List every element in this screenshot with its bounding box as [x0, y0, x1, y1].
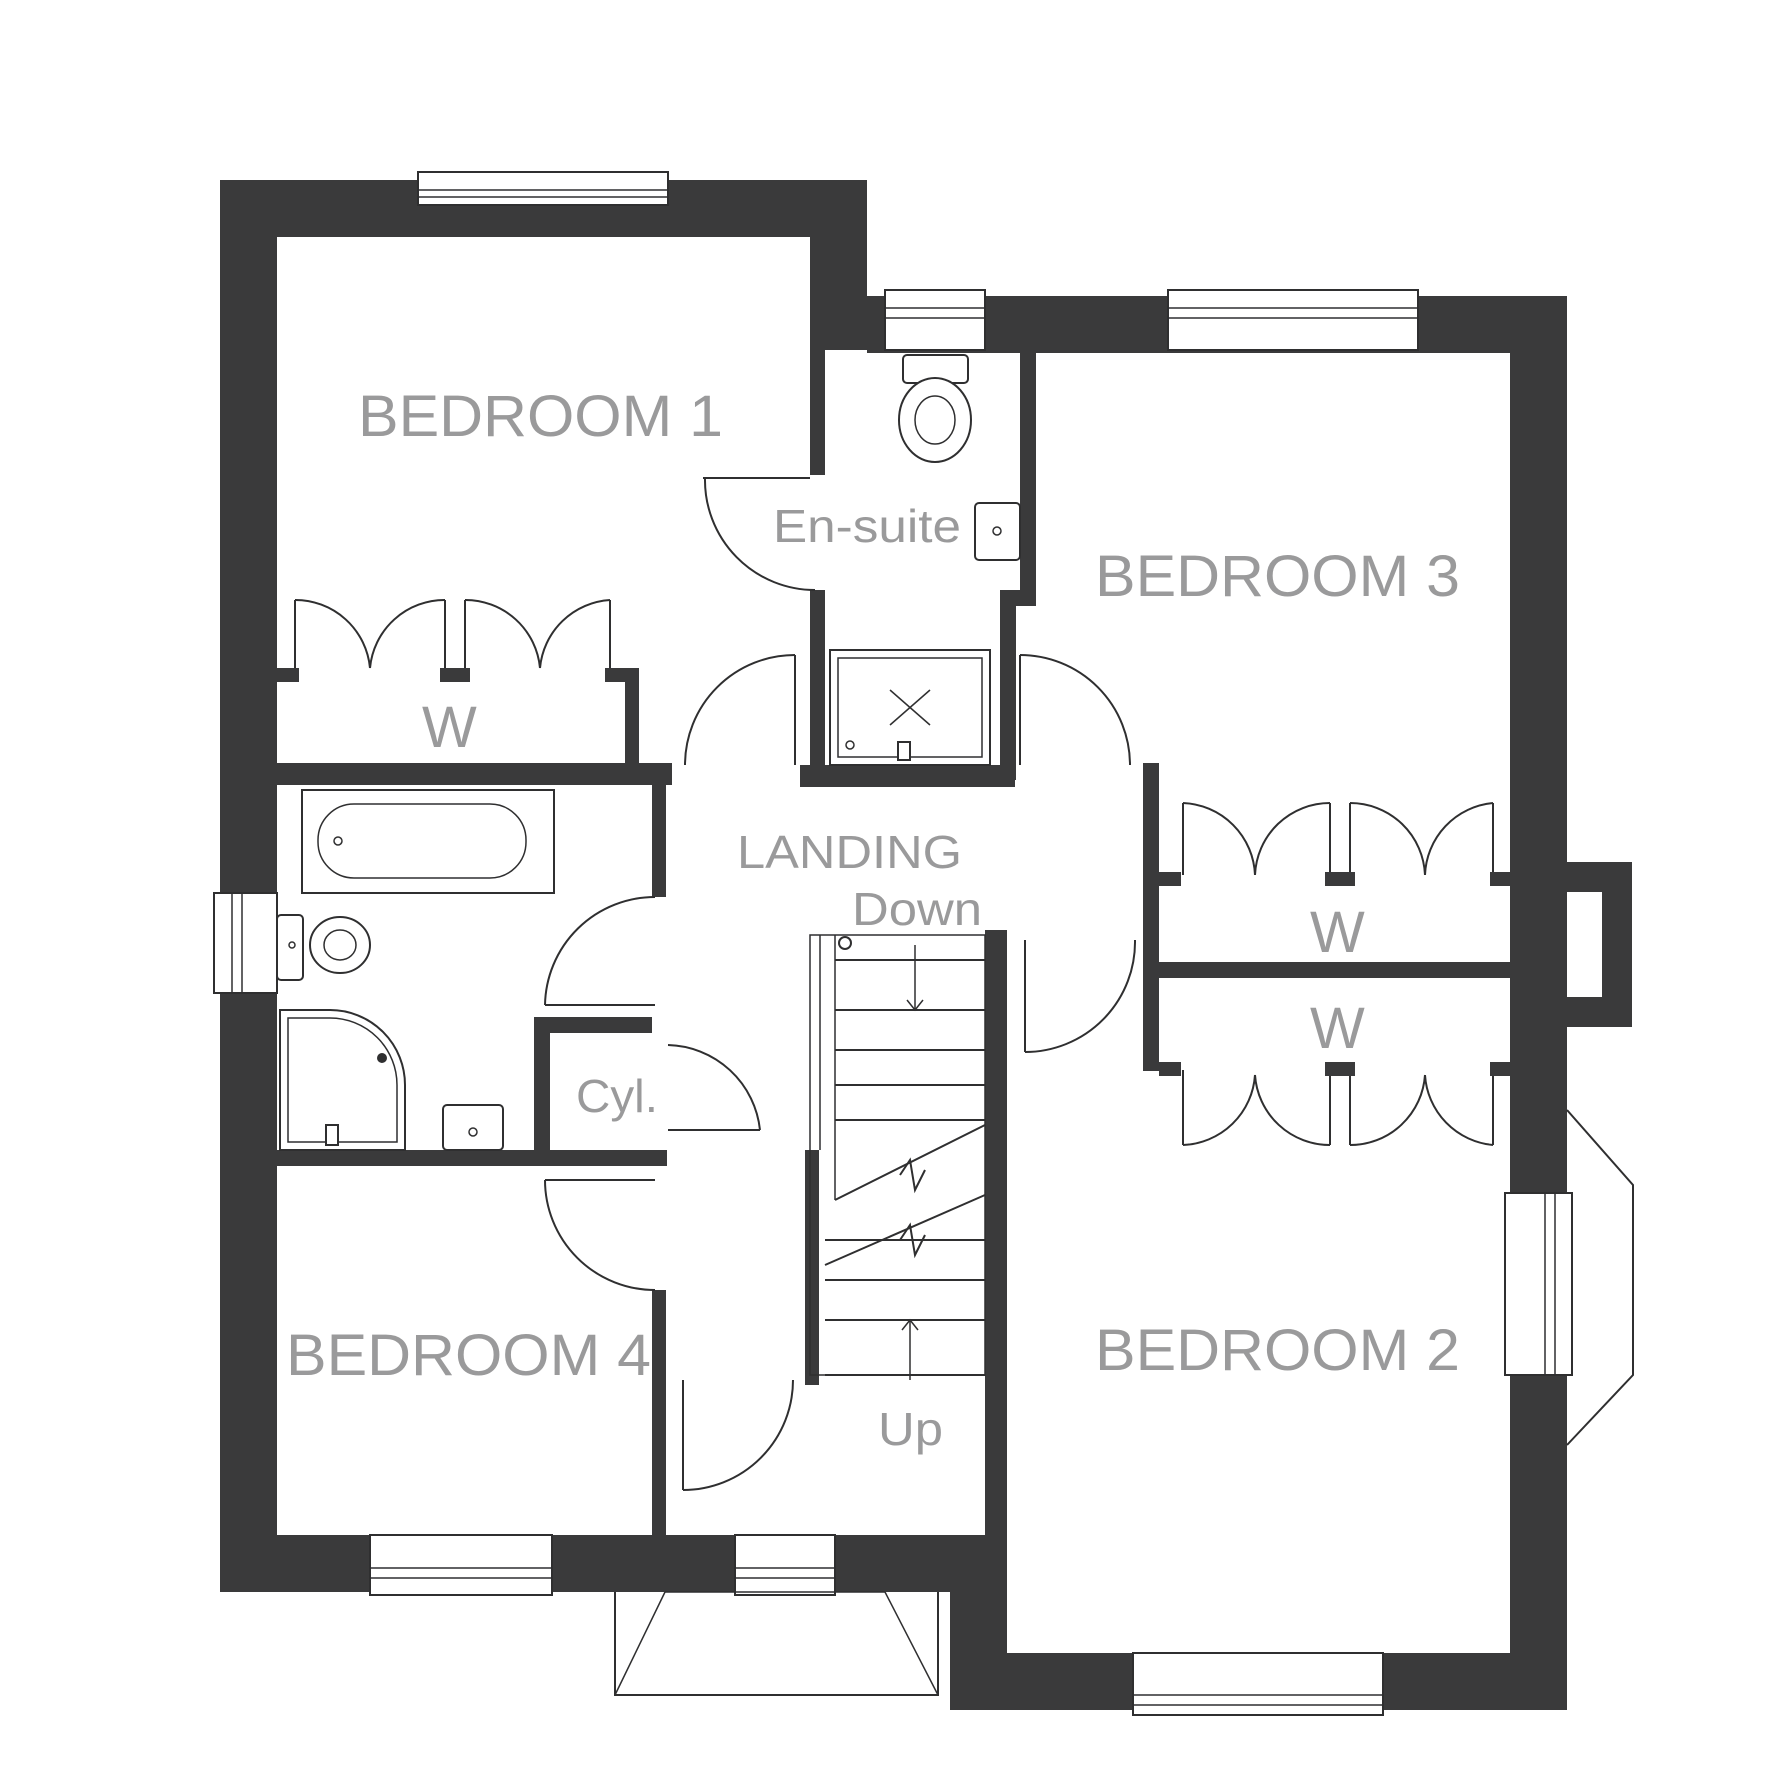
shower-tray-icon — [829, 649, 991, 766]
basin-icon — [974, 502, 1021, 561]
basin-icon — [442, 1104, 504, 1151]
bay-window-bedroom2 — [1504, 1109, 1634, 1446]
landing-label: LANDING — [737, 826, 962, 878]
bathroom-fittings — [276, 789, 555, 1151]
staircase — [809, 934, 986, 1380]
wardrobe-bedroom1 — [277, 598, 638, 682]
wardrobe-bedroom1-label: W — [422, 695, 477, 760]
bedroom4-label: BEDROOM 4 — [286, 1323, 651, 1388]
bedroom3-label: BEDROOM 3 — [1095, 544, 1460, 609]
window-bedroom3 — [1167, 289, 1419, 351]
internal-walls — [277, 350, 1510, 1550]
wardrobe-bedroom3 — [1159, 801, 1510, 886]
quadrant-shower-icon — [279, 1009, 406, 1151]
porch-canopy — [614, 1591, 939, 1696]
door-bedroom1-landing — [684, 654, 796, 766]
toilet-icon — [276, 914, 371, 981]
external-walls — [220, 180, 1632, 1710]
door-bathroom — [544, 896, 656, 1006]
toilet-icon — [898, 354, 972, 463]
stairs-up-label: Up — [878, 1403, 943, 1455]
ensuite-label: En-suite — [773, 500, 961, 552]
window-ensuite — [884, 289, 986, 351]
window-bathroom — [213, 892, 278, 994]
window-bedroom1 — [417, 171, 669, 206]
doors — [544, 477, 1137, 1491]
room-labels: BEDROOM 1 En-suite BEDROOM 3 W LANDING D… — [286, 384, 1460, 1455]
window-bedroom2-front — [1132, 1652, 1384, 1716]
bedroom2-label: BEDROOM 2 — [1095, 1318, 1460, 1383]
door-bedroom4 — [544, 1179, 656, 1291]
ensuite-fittings — [829, 354, 1021, 766]
door-landing-south — [682, 1379, 794, 1491]
wardrobe-bedroom3-label: W — [1310, 900, 1365, 965]
door-bedroom3 — [1019, 654, 1131, 766]
door-bedroom2 — [1024, 939, 1137, 1053]
wardrobe-bedroom2-label: W — [1310, 996, 1365, 1061]
bedroom1-label: BEDROOM 1 — [358, 384, 723, 449]
door-cylinder — [667, 1044, 761, 1131]
bath-icon — [301, 789, 555, 894]
door-bedroom1 — [703, 477, 816, 591]
stairs-down-label: Down — [852, 883, 982, 935]
window-bedroom4 — [369, 1534, 553, 1596]
wardrobe-bedroom2 — [1159, 1062, 1510, 1147]
window-landing — [734, 1534, 836, 1596]
windows — [213, 171, 1634, 1716]
cylinder-label: Cyl. — [576, 1070, 658, 1122]
